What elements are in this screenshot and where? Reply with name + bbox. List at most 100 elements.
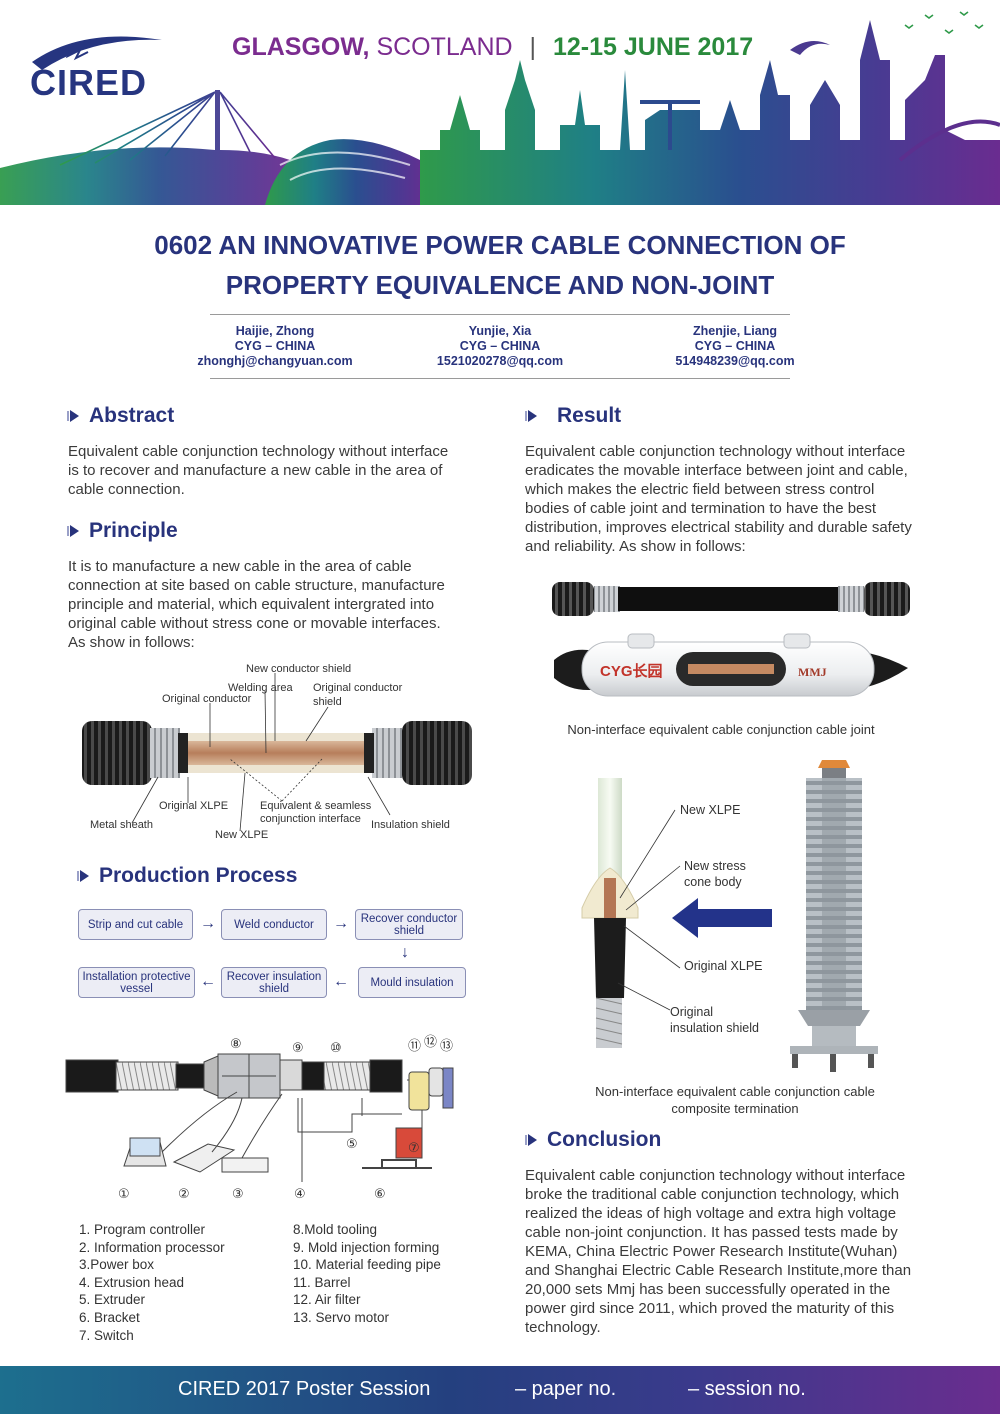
label-new-xlpe-term: New XLPE: [680, 803, 740, 817]
legend-item: 13. Servo motor: [293, 1309, 390, 1325]
marker-13: ⑬: [440, 1039, 453, 1054]
right-insulation-shield: [364, 733, 374, 773]
conductor-core: [178, 741, 374, 765]
cable-structure-figure: New conductor shield Welding area Origin…: [82, 663, 472, 841]
result-line: bodies of cable joint and termination to…: [525, 500, 877, 517]
conclusion-line: 20,000 sets Mmj has been successfully op…: [525, 1281, 891, 1298]
event-country: SCOTLAND: [376, 33, 513, 61]
author-2: Yunjie, Xia CYG – CHINA 1521020278@qq.co…: [405, 324, 595, 369]
label-original-conductor: Original conductor: [162, 693, 252, 705]
step-label: Recover conductor: [360, 912, 458, 925]
abstract-heading-text: Abstract: [89, 404, 175, 427]
conclusion-text: Equivalent cable conjunction technology …: [525, 1166, 955, 1337]
legend-item: 8.Mold tooling: [293, 1222, 378, 1237]
conclusion-line: Equivalent cable conjunction technology …: [525, 1167, 906, 1184]
marker-8: ⑧: [230, 1037, 242, 1052]
step-label: shield: [393, 924, 425, 937]
label-new-stress-cone: New stress: [684, 859, 746, 873]
production-heading-text: Production Process: [99, 864, 298, 887]
event-banner: GLASGOW, SCOTLAND | 12-15 JUNE 2017: [232, 33, 753, 62]
principle-line: original cable without stress cone or mo…: [68, 615, 441, 632]
step-label: Recover insulation: [226, 970, 322, 983]
label-cone-body: cone body: [684, 875, 742, 889]
section-arrow-icon: [67, 525, 79, 537]
principle-heading: Principle: [67, 519, 178, 543]
joint-caption: Non-interface equivalent cable conjuncti…: [567, 722, 875, 737]
equipment-schematic: ① ② ③ ④ ⑤ ⑥ ⑦ ⑧ ⑨ ⑩ ⑪ ⑫ ⑬: [65, 1035, 454, 1202]
conclusion-line: and Shanghai Electric Cable Research Ins…: [525, 1262, 912, 1279]
right-metal-sheath: [372, 728, 402, 778]
left-cable-jacket: [82, 721, 152, 785]
label-original-term: Original: [670, 1005, 713, 1019]
author-affiliation: CYG – CHINA: [694, 339, 776, 353]
result-line: eradicates the movable interface between…: [525, 462, 908, 479]
legend-item: 3.Power box: [79, 1257, 155, 1273]
step-label: Installation protective: [82, 970, 191, 983]
label-welding-area: Welding area: [228, 682, 293, 694]
marker-10: ⑩: [330, 1041, 342, 1056]
label-original-conductor-shield-2: shield: [313, 696, 342, 708]
author-affiliation: CYG – CHINA: [234, 339, 316, 353]
termination-figure: New XLPE New stress cone body Original X…: [581, 760, 878, 1072]
footer-paper-no: – paper no.: [515, 1378, 617, 1400]
principle-heading-text: Principle: [89, 519, 178, 542]
title-line-2: PROPERTY EQUIVALENCE AND NON-JOINT: [225, 270, 775, 300]
joint-brand-mmj: MMJ: [798, 665, 827, 679]
result-heading: Result: [525, 404, 622, 428]
conclusion-line: broke the traditional cable conjunction …: [525, 1186, 900, 1203]
label-original-conductor-shield: Original conductor: [313, 682, 403, 694]
result-line: distribution, improves electrical stabil…: [525, 519, 912, 536]
author-name: Haijie, Zhong: [235, 324, 315, 338]
result-heading-text: Result: [557, 404, 622, 427]
step-recover-conductor-shield: Recover conductor shield: [355, 909, 463, 940]
marker-12: ⑫: [424, 1035, 437, 1050]
footer-session-no: – session no.: [688, 1378, 806, 1400]
label-new-xlpe: New XLPE: [215, 829, 268, 841]
arrow-left-icon: ←: [333, 973, 349, 990]
abstract-line: Equivalent cable conjunction technology …: [68, 443, 449, 460]
marker-7: ⑦: [408, 1141, 420, 1156]
legend-item: 2. Information processor: [79, 1239, 225, 1255]
principle-text: It is to manufacture a new cable in the …: [68, 557, 488, 652]
legend-item: 4. Extrusion head: [79, 1274, 185, 1290]
authors-block: Haijie, Zhong CYG – CHINA zhonghj@changy…: [180, 324, 820, 374]
abstract-line: is to recover and manufacture a new cabl…: [68, 462, 443, 479]
composite-insulator-icon: [790, 760, 878, 1072]
legend-item: 12. Air filter: [293, 1292, 361, 1308]
principle-line: It is to manufacture a new cable in the …: [68, 558, 412, 575]
conclusion-heading: Conclusion: [525, 1128, 661, 1152]
label-original-xlpe-term: Original XLPE: [684, 959, 763, 973]
legend-item: 7. Switch: [79, 1327, 134, 1343]
legend-left: 1. Program controller 2. Information pro…: [79, 1221, 225, 1344]
abstract-line: cable connection.: [68, 481, 185, 498]
label-insulation-shield-term: insulation shield: [670, 1021, 759, 1035]
section-arrow-icon: [525, 1134, 537, 1146]
conclusion-line: realized the ideas of high voltage and e…: [525, 1205, 897, 1222]
authors-top-rule: [210, 314, 790, 315]
abstract-text: Equivalent cable conjunction technology …: [68, 442, 488, 499]
marker-1: ①: [118, 1187, 130, 1202]
arrow-left-icon: [672, 898, 772, 938]
marker-4: ④: [294, 1187, 306, 1202]
author-3: Zhenjie, Liang CYG – CHINA 514948239@qq.…: [640, 324, 830, 369]
marker-6: ⑥: [374, 1187, 386, 1202]
step-label: vessel: [120, 982, 153, 995]
step-weld-conductor: Weld conductor: [221, 909, 327, 940]
step-label: Mould insulation: [370, 976, 454, 989]
glasgow-skyline-banner: [0, 11, 1000, 205]
step-label: shield: [258, 982, 290, 995]
legend-item: 1. Program controller: [79, 1222, 206, 1237]
poster-title: 0602 AN INNOVATIVE POWER CABLE CONNECTIO…: [60, 225, 940, 305]
title-line-1: 0602 AN INNOVATIVE POWER CABLE CONNECTIO…: [154, 230, 846, 260]
principle-line: principle and material, which equivalent…: [68, 596, 435, 613]
conclusion-line: cable non-joint conjunction. It has pass…: [525, 1224, 898, 1241]
legend-right: 8.Mold tooling 9. Mold injection forming…: [293, 1221, 441, 1327]
author-name: Zhenjie, Liang: [692, 324, 778, 338]
step-label: Weld conductor: [234, 918, 314, 931]
author-email: 1521020278@qq.com: [436, 354, 564, 368]
production-flowchart: Strip and cut cable → Weld conductor → R…: [78, 907, 468, 1002]
label-equivalent-seamless: Equivalent & seamless: [260, 800, 372, 812]
marker-5: ⑤: [346, 1137, 358, 1152]
arrow-down-icon: ↓: [401, 944, 409, 961]
poster-footer: CIRED 2017 Poster Session – paper no. – …: [0, 1366, 1000, 1414]
